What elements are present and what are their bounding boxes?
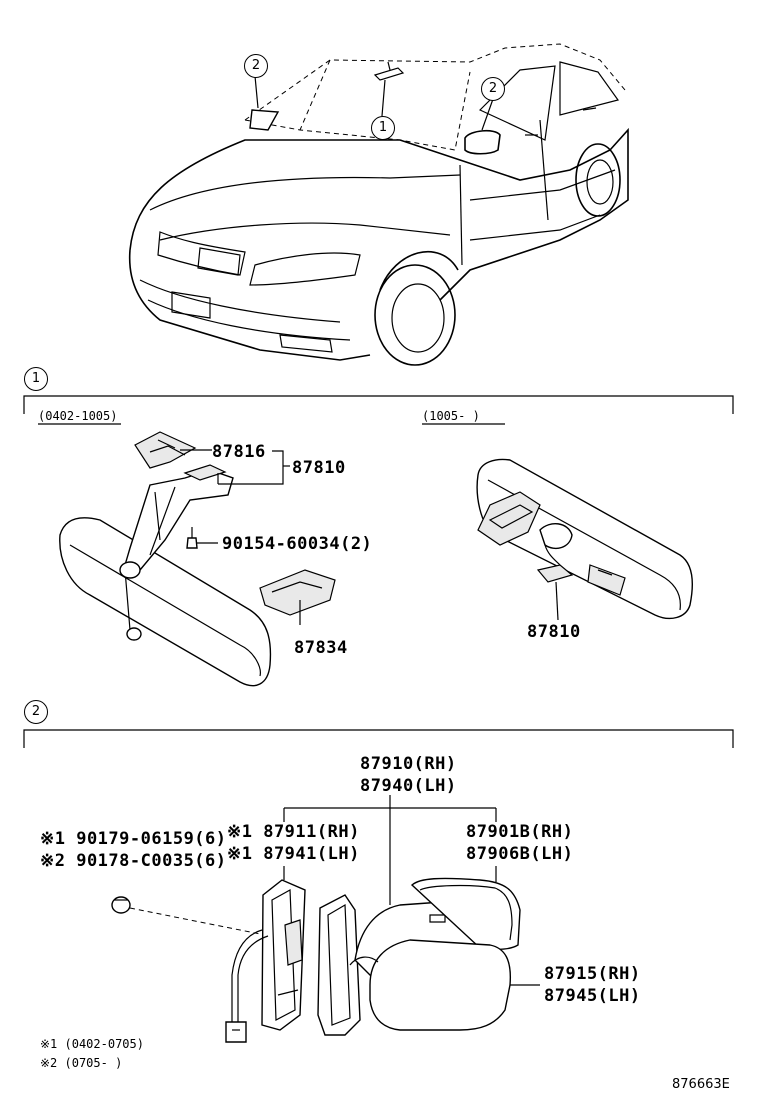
part-87834: 87834 xyxy=(294,638,348,658)
callout-inner-mirror: 1 xyxy=(371,116,395,140)
part-87915-rh: 87915(RH) xyxy=(544,964,641,984)
part-90179-06159: ※1 90179-06159(6) xyxy=(40,829,227,849)
callout-outside-mirror-left: 2 xyxy=(244,54,268,78)
part-90154-60034: 90154-60034(2) xyxy=(222,534,373,554)
section-1-right-range: (1005- ) xyxy=(422,409,480,423)
part-90178-c0035: ※2 90178-C0035(6) xyxy=(40,851,227,871)
illustration-id: 876663E xyxy=(672,1077,730,1092)
part-87816: 87816 xyxy=(212,442,266,462)
part-87911-rh: ※1 87911(RH) xyxy=(227,822,360,842)
part-87941-lh: ※1 87941(LH) xyxy=(227,844,360,864)
callout-outside-mirror-right: 2 xyxy=(481,77,505,101)
section-1-marker: 1 xyxy=(24,367,48,391)
part-87910-rh: 87910(RH) xyxy=(360,754,457,774)
part-87901b-rh: 87901B(RH) xyxy=(466,822,574,842)
part-87940-lh: 87940(LH) xyxy=(360,776,457,796)
part-87810-new: 87810 xyxy=(527,622,581,642)
part-87810-old: 87810 xyxy=(292,458,346,478)
section-2-marker: 2 xyxy=(24,700,48,724)
part-87906b-lh: 87906B(LH) xyxy=(466,844,574,864)
part-87945-lh: 87945(LH) xyxy=(544,986,641,1006)
section-1-left-range: (0402-1005) xyxy=(38,409,118,423)
note-2-range: ※2 (0705- ) xyxy=(40,1056,123,1070)
note-1-range: ※1 (0402-0705) xyxy=(40,1037,144,1051)
